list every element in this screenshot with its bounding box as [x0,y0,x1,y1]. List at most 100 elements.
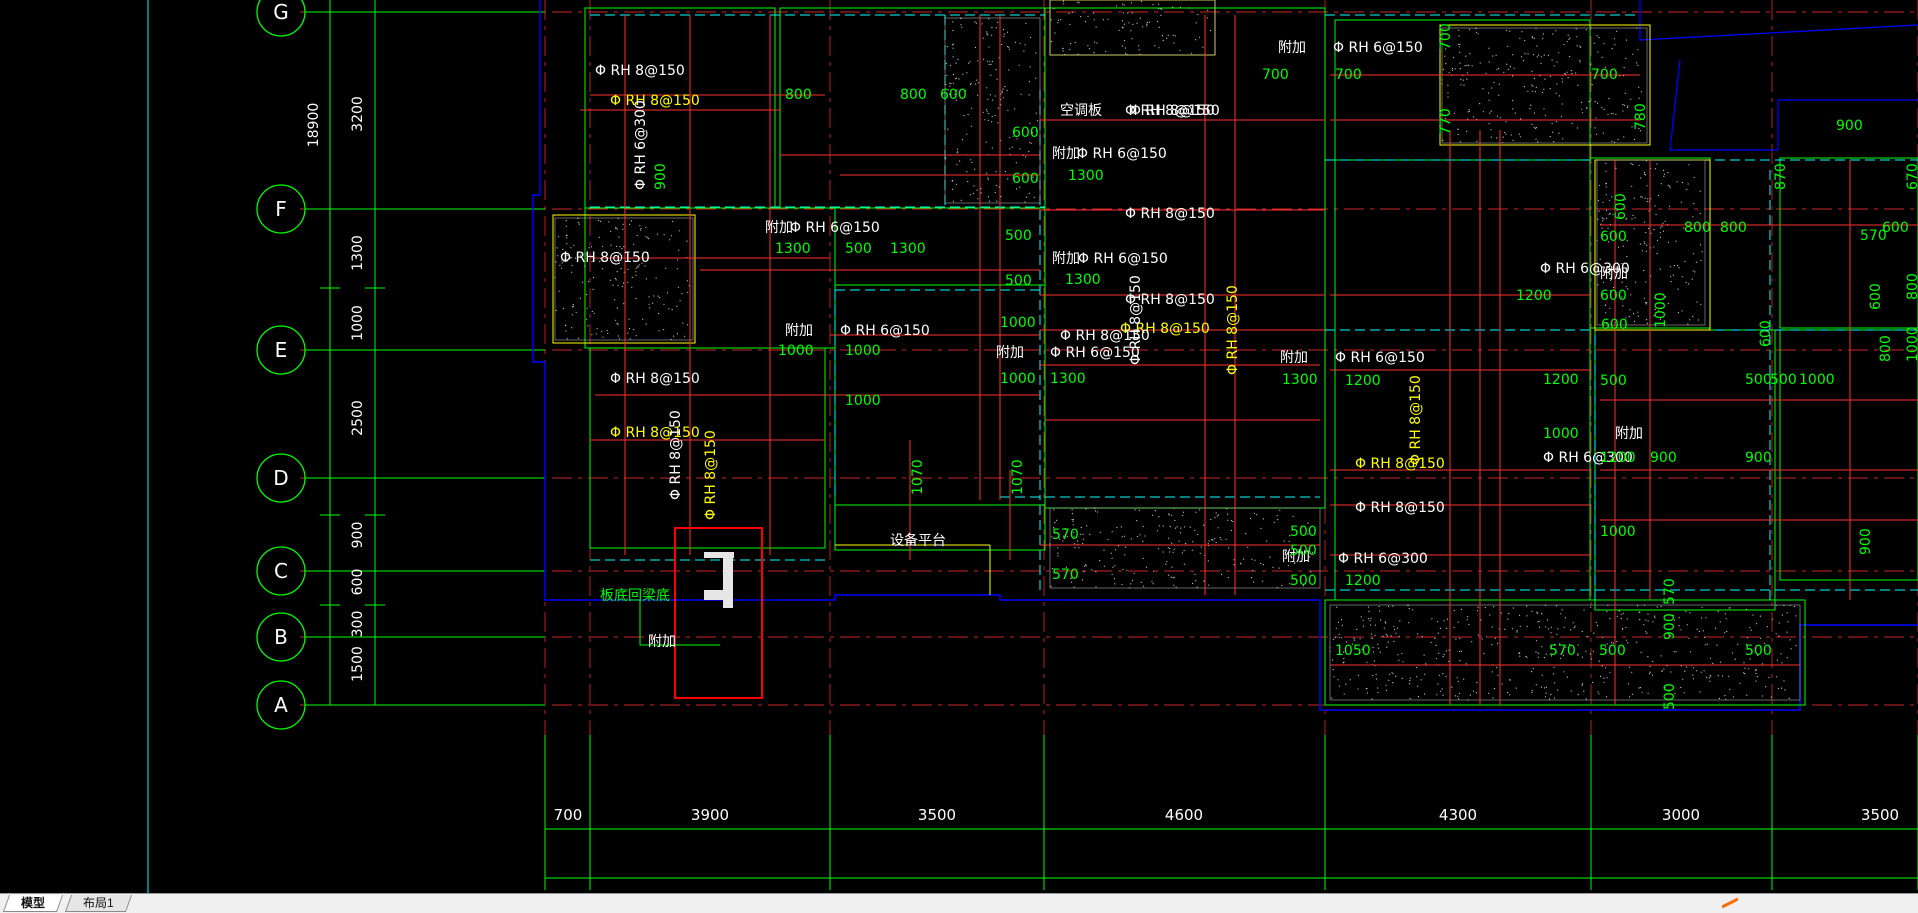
hatch-dot [1448,72,1450,74]
hatch-dot [947,128,949,130]
hatch-dot [1379,651,1381,653]
hatch-dot [1783,605,1785,607]
hatch-dot [593,312,595,314]
hatch-dot [1121,45,1123,47]
hatch-dot [1442,694,1444,696]
drawing-label: Φ RH 8@150 [610,425,700,441]
hatch-dot [956,152,958,154]
hatch-dot [1575,72,1577,74]
hatch-dot [980,188,982,190]
hatch-dot [1659,232,1661,234]
hatch-dot [1632,53,1634,55]
hatch-dot [1700,671,1702,673]
hatch-dot [1638,97,1640,99]
hatch-dot [1443,654,1445,656]
hatch-dot [1582,112,1584,114]
hatch-dot [1636,641,1638,643]
hatch-dot [1122,12,1125,14]
hatch-dot [1467,616,1469,618]
hatch-dot [1669,187,1671,189]
hatch-dot [671,309,673,311]
hatch-dot [1175,586,1177,588]
hatch-dot [1631,671,1633,673]
hatch-dot [1746,637,1749,639]
hatch-dot [1064,527,1066,530]
hatch-dot [1624,198,1627,200]
hatch-dot [1622,245,1624,247]
hatch-dot [1054,522,1056,524]
wall-outline [1779,329,1918,581]
hatch-dot [1749,627,1751,629]
hatch-dot [1555,92,1557,94]
drawing-label: 600 [1882,220,1909,236]
hatch-dot [986,111,988,113]
hatch-dot [1334,636,1337,638]
hatch-dot [1070,581,1073,583]
hatch-dot [676,333,679,335]
drawing-label: 1200 [1516,288,1552,304]
drawing-label: Φ RH 6@150 [1335,350,1425,366]
tab-model[interactable]: 模型 [2,895,64,912]
hatch-dot [602,260,605,262]
drawing-label: 1000 [1799,372,1835,388]
grid-axis-g-label: G [273,0,289,24]
hatch-dot [1496,115,1498,117]
hatch-dot [1661,670,1663,672]
hatch-dot [622,285,624,287]
hatch-dot [1560,613,1562,615]
selected-rebar-bottom [704,590,733,600]
hatch-dot [648,296,650,298]
hatch-dot [969,83,972,86]
hatch-dot [1543,657,1545,659]
hatch-dot [610,230,612,232]
hatch-dot [1667,241,1670,243]
hatch-dot [1618,246,1620,248]
hatch-dot [1439,627,1441,630]
hatch-dot [1004,86,1006,88]
hatch-dot [1537,54,1540,56]
hatch-dot [1458,35,1460,37]
hatch-dot [1659,236,1661,238]
hatch-dot [1533,112,1536,114]
hatch-dot [1020,93,1022,95]
hatch-dot [1458,43,1460,46]
hatch-dot [1645,231,1647,234]
hatch-dot [1755,670,1757,672]
hatch-dot [1483,652,1485,655]
hatch-dot [1598,210,1600,212]
hatch-dot [1764,642,1766,644]
hatch-dot [1535,127,1537,129]
hatch-dot [1030,142,1032,144]
tab-layout1[interactable]: 布局1 [64,895,132,912]
hatch-dot [1599,258,1601,260]
hatch-dot [1453,112,1455,114]
hatch-dot [1527,53,1529,55]
hatch-dot [1421,635,1423,638]
hatch-dot [572,303,574,306]
hatch-dot [987,34,989,36]
hatch-dot [586,318,588,320]
hatch-dot [1631,218,1633,220]
hatch-dot [565,330,567,332]
hatch-dot [1140,0,1143,2]
hatch-dot [1158,7,1160,10]
hatch-dot [1616,267,1618,270]
hatch-dot [1138,49,1140,51]
hatch-dot [1570,690,1572,692]
hatch-dot [588,247,590,249]
hatch-dot [1007,45,1009,48]
hatch-dot [988,18,990,20]
hatch-dot [1673,264,1675,267]
hatch-dot [1538,620,1540,623]
hatch-dot [1603,43,1605,45]
hatch-dot [1696,670,1698,672]
hatch-dot [1570,629,1572,631]
hatch-dot [1493,688,1496,690]
grid-axis-b-bubble [256,612,306,662]
hatch-dot [1371,637,1373,640]
hatch-dot [628,251,630,253]
hatch-dot [1379,610,1381,612]
hatch-dot [1529,108,1531,110]
hatch-dot [1488,99,1490,101]
